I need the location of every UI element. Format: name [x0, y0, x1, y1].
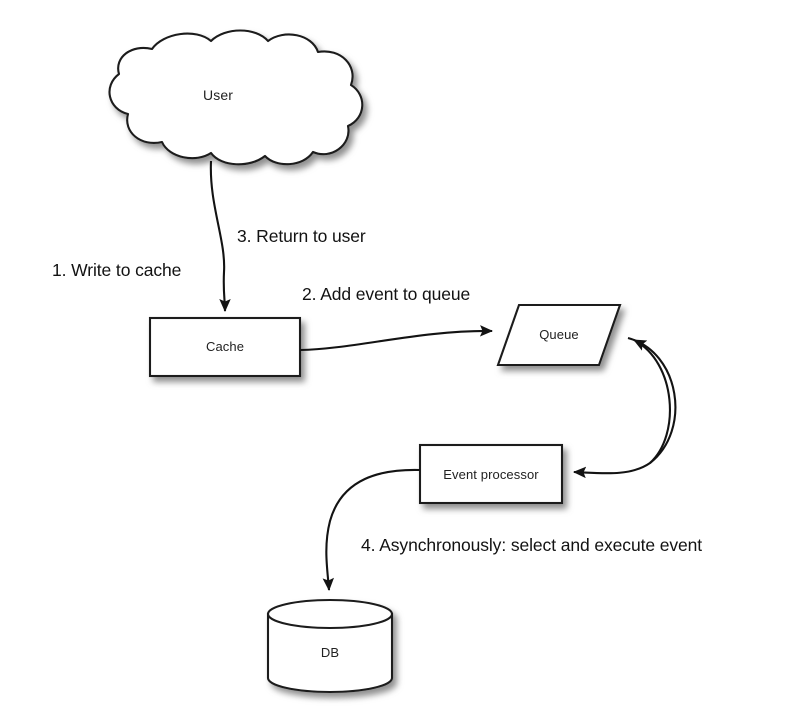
db-body-shape — [266, 612, 394, 694]
node-cache[interactable] — [148, 316, 302, 378]
edge-label-add-event-to-queue: 2. Add event to queue — [302, 284, 471, 304]
edge-event-processor-to-db — [322, 468, 421, 592]
edge-label-write-to-cache: 1. Write to cache — [52, 260, 182, 280]
node-label-user: User — [203, 87, 233, 103]
queue-shape — [496, 303, 622, 367]
edge-label-return-to-user: 3. Return to user — [237, 226, 366, 246]
event-processor-shape — [418, 443, 564, 505]
node-db[interactable] — [266, 598, 394, 694]
cache-shape — [148, 316, 302, 378]
node-label-cache: Cache — [205, 339, 245, 354]
node-user[interactable] — [108, 29, 364, 166]
edge-label-async-select-and-execute: 4. Asynchronously: select and execute ev… — [361, 535, 703, 555]
cloud-shape — [108, 29, 364, 166]
edge-event-processor-to-queue — [633, 339, 671, 464]
node-label-db: DB — [320, 645, 340, 660]
node-label-queue: Queue — [539, 327, 579, 342]
node-event-processor[interactable] — [418, 443, 564, 505]
db-top-ellipse — [266, 598, 394, 630]
edge-cache-to-queue — [299, 325, 494, 352]
edge-queue-to-event-processor — [572, 336, 677, 479]
node-queue[interactable] — [496, 303, 622, 367]
edge-user-to-cache — [209, 160, 231, 313]
node-label-event-processor: Event processor — [443, 467, 539, 482]
